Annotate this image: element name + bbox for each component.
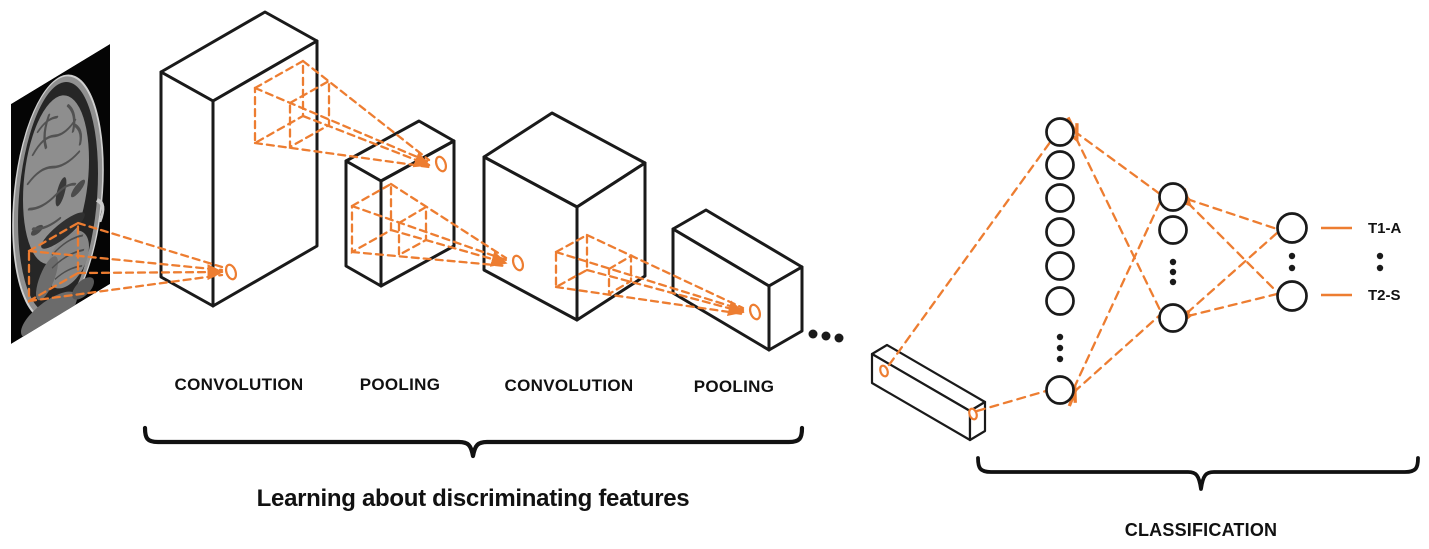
feature-point-conv2 (511, 254, 525, 272)
output-layer-nodes (1276, 212, 1308, 312)
stage-label-convolution-1: CONVOLUTION (175, 375, 304, 394)
conv-layer-2-box (482, 111, 647, 322)
neck (21, 291, 77, 339)
sulci-line (66, 104, 76, 133)
output-ellipsis-dots (1376, 252, 1384, 272)
pool-layer-1-box (344, 119, 456, 288)
stage-label-convolution-2: CONVOLUTION (505, 376, 634, 395)
output-label-t1a: T1-A (1368, 220, 1402, 237)
ventricle (55, 177, 67, 207)
receptive-field-conv2 (554, 233, 745, 317)
feature-point-conv1 (224, 263, 238, 281)
sulci-line (43, 113, 51, 150)
output-label-t2s: T2-S (1368, 287, 1401, 304)
right-caption: CLASSIFICATION (1125, 520, 1277, 540)
fc-layer-1-nodes (1045, 117, 1075, 405)
left-caption: Learning about discriminating features (257, 485, 690, 512)
receptive-field-brain (27, 221, 224, 303)
sulci-line (73, 123, 83, 146)
cerebellum-line (54, 264, 83, 281)
receptive-field-pool1 (350, 182, 508, 268)
fc-connections (887, 131, 1279, 413)
conv-layer-1-box (159, 10, 319, 308)
sulci-line (31, 216, 62, 231)
sylvian-fissure (70, 179, 86, 198)
sulci-line (26, 150, 81, 186)
brain-mri-image (11, 44, 110, 344)
ear (95, 198, 105, 223)
feature-vector-box (870, 343, 987, 442)
stage-label-pooling-1: POOLING (360, 375, 441, 394)
sulci-line (31, 118, 77, 157)
pool-layer-2-box (671, 208, 804, 352)
feature-vector-point-right (968, 407, 978, 421)
fc-layer-2-nodes (1158, 182, 1188, 333)
sulci-line (27, 182, 77, 211)
ellipsis-dots (808, 329, 844, 343)
cerebellum-line (51, 248, 85, 269)
feature-point-pool1 (434, 155, 448, 173)
receptive-field-conv1 (253, 59, 431, 169)
feature-point-pool2 (748, 303, 762, 321)
right-brace (976, 456, 1420, 491)
feature-vector-point-left (879, 364, 889, 378)
left-brace (142, 425, 805, 459)
stage-label-pooling-2: POOLING (694, 377, 775, 396)
